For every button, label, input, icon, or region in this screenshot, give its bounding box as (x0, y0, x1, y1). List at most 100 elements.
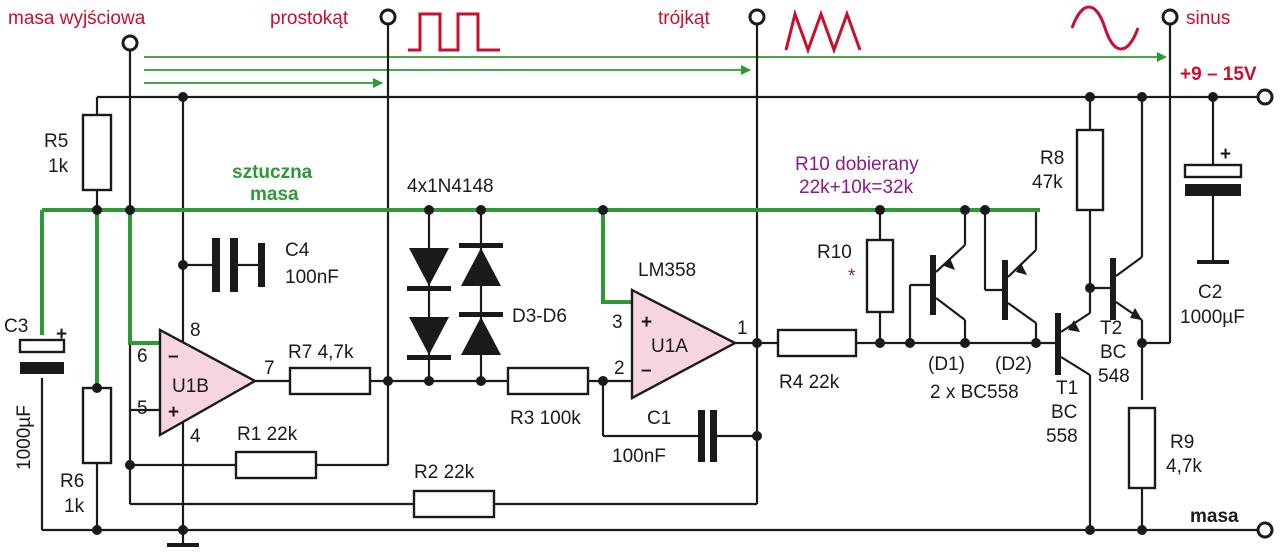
transistor-t1 (1055, 312, 1091, 376)
label-artificial: sztuczna (232, 162, 313, 183)
capacitor-c1-plate-b (710, 410, 717, 462)
transistor-d1 (930, 244, 966, 321)
label-c4-value: 100nF (285, 267, 339, 288)
label-c1: C1 (647, 408, 671, 429)
label-r5: R5 (44, 131, 68, 152)
capacitor-c3-plate-neg (20, 362, 64, 374)
label-r9: R9 (1170, 432, 1194, 453)
label-r5-value: 1k (48, 156, 69, 177)
label-lm358: LM358 (638, 260, 696, 281)
label-t1-type-b: 558 (1046, 426, 1078, 447)
label-diodes: 4x1N4148 (407, 176, 494, 197)
artificial-ground-u1a (601, 210, 632, 304)
label-t2: T2 (1100, 318, 1122, 339)
label-r10: R10 (817, 242, 852, 263)
terminal-square[interactable] (379, 8, 397, 26)
label-d3-d6: D3-D6 (512, 306, 567, 327)
label-r10-note1: R10 dobierany (795, 154, 919, 175)
label-c4: C4 (285, 240, 310, 261)
label-r2: R2 22k (414, 462, 475, 483)
resistor-r10 (865, 238, 895, 314)
capacitor-c4-plate-a (212, 238, 220, 292)
label-c3-value: 1000µF (14, 405, 35, 470)
square-wave-icon (408, 12, 500, 52)
label-c2: C2 (1198, 282, 1222, 303)
label-2xbc558: 2 x BC558 (930, 382, 1019, 403)
diodes-d3-d6 (407, 243, 503, 360)
label-triangle: trójkąt (658, 8, 710, 29)
resistor-r2 (412, 489, 496, 519)
junction-dots (92, 92, 1218, 535)
resistor-r1 (234, 450, 318, 480)
label-r10-star: * (848, 266, 856, 287)
resistor-r9 (1127, 406, 1157, 490)
u1a-plus-sign: + (641, 312, 652, 333)
u1b-pin5: 5 (137, 398, 148, 419)
label-supply: +9 – 15V (1180, 64, 1257, 85)
label-r10-note2: 22k+10k=32k (799, 177, 914, 198)
capacitor-c2-plate-pos (1183, 163, 1243, 179)
u1a-minus-sign: – (641, 360, 652, 381)
label-output-ground: masa wyjściowa (8, 8, 146, 29)
resistor-r8 (1075, 128, 1105, 212)
terminal-sine[interactable] (1161, 8, 1179, 26)
terminal-ground[interactable] (1256, 521, 1274, 539)
label-d1: (D1) (928, 354, 965, 375)
label-c3: C3 (4, 316, 28, 337)
transistor-d2 (1002, 249, 1037, 324)
capacitor-c4-plate-b (230, 238, 238, 292)
resistor-r4 (776, 328, 858, 358)
label-r9-value: 4,7k (1166, 456, 1202, 477)
u1b-pin8: 8 (190, 320, 201, 341)
label-c1-value: 100nF (612, 446, 666, 467)
sine-wave-icon (1070, 5, 1140, 51)
u1a-pin3: 3 (612, 312, 623, 333)
label-artificial-ground: masa (250, 184, 299, 205)
terminal-supply[interactable] (1256, 88, 1274, 106)
label-r8: R8 (1040, 148, 1064, 169)
capacitor-c3-plate-pos (18, 338, 66, 354)
signal-arrows (144, 52, 1167, 88)
label-r3: R3 100k (510, 408, 581, 429)
terminal-triangle[interactable] (748, 8, 766, 26)
resistor-r6 (81, 386, 113, 465)
label-d2: (D2) (995, 354, 1032, 375)
u1b-pin4: 4 (190, 426, 201, 447)
label-square: prostokąt (270, 8, 349, 29)
u1a-pin1: 1 (737, 318, 748, 339)
resistor-r7 (288, 366, 372, 396)
label-ground: masa (1190, 506, 1239, 527)
label-r6: R6 (60, 471, 84, 492)
artificial-ground-u1b (128, 210, 160, 345)
u1b-pin7: 7 (264, 358, 275, 379)
label-r8-value: 47k (1032, 172, 1063, 193)
transistor-t2 (1110, 256, 1143, 321)
capacitor-c2-plate-neg (1185, 184, 1241, 196)
label-sine: sinus (1186, 8, 1230, 29)
label-r4: R4 22k (779, 372, 840, 393)
label-t2-type-a: BC (1100, 342, 1126, 363)
triangle-wave-icon (784, 8, 862, 55)
u1a-pin2: 2 (614, 358, 625, 379)
opamp-u1a (630, 288, 738, 401)
label-c3-plus: + (56, 324, 67, 345)
label-t1-type-a: BC (1051, 402, 1077, 423)
u1b-plus-sign: + (168, 402, 179, 423)
opamp-u1b (158, 327, 258, 438)
label-u1a: U1A (651, 336, 688, 357)
terminal-output-ground[interactable] (121, 34, 139, 52)
resistor-r3 (506, 366, 590, 396)
label-t1: T1 (1056, 378, 1078, 399)
label-r7: R7 4,7k (288, 342, 354, 363)
label-c2-value: 1000µF (1180, 307, 1245, 328)
label-u1b: U1B (172, 376, 209, 397)
label-t2-type-b: 548 (1098, 366, 1130, 387)
label-c2-plus: + (1220, 144, 1231, 165)
u1b-minus-sign: – (168, 346, 179, 367)
label-r6-value: 1k (64, 496, 85, 517)
label-r1: R1 22k (237, 424, 298, 445)
u1b-pin6: 6 (137, 346, 148, 367)
resistor-r5 (81, 113, 113, 192)
capacitor-c1-plate-a (698, 410, 705, 462)
